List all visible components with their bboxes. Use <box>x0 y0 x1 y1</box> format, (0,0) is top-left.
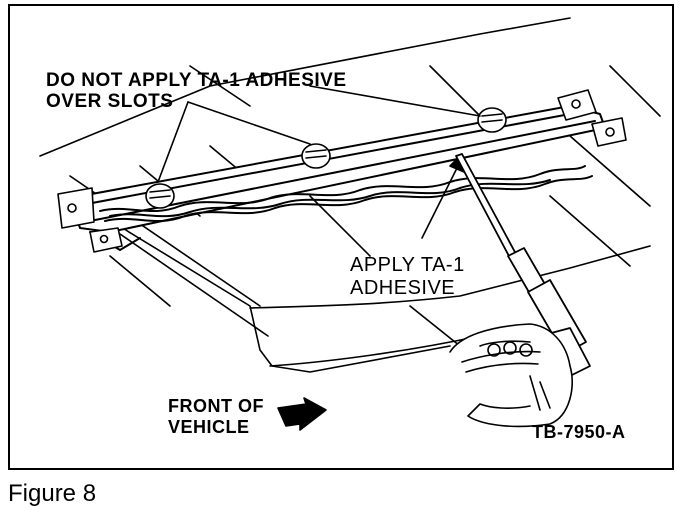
bracket-strip <box>69 105 606 251</box>
sunroof-bracket-illustration <box>39 17 661 431</box>
figure-code: TB-7950-A <box>532 422 626 442</box>
reflection-line <box>609 65 661 117</box>
leader-line-right <box>309 85 481 117</box>
reflection-line <box>549 195 631 267</box>
reflection-line <box>109 255 171 307</box>
glass-panel-edge-2 <box>269 335 481 367</box>
roof-panel-outline <box>39 17 571 157</box>
reflection-line <box>569 135 651 207</box>
bracket-end-tab-left <box>57 187 123 253</box>
figure-caption: Figure 8 <box>8 480 97 507</box>
label-front-of-vehicle: FRONT OF VEHICLE <box>168 396 264 437</box>
leader-line-middle <box>187 101 311 145</box>
slot-marker-right <box>477 107 507 133</box>
front-direction-arrow <box>277 397 327 431</box>
adhesive-applicator <box>455 153 591 377</box>
roof-panel-inner-line <box>79 201 451 373</box>
apply-arrow-line <box>421 165 459 239</box>
reflection-line <box>189 65 251 107</box>
slot-marker-middle <box>301 143 331 169</box>
slot-marker-left <box>145 183 175 209</box>
reflection-line <box>409 305 461 347</box>
label-apply-adhesive: APPLY TA-1 ADHESIVE <box>350 254 465 299</box>
hand-illustration <box>449 323 573 428</box>
bracket-end-tab-right <box>557 89 627 147</box>
label-do-not-apply: DO NOT APPLY TA-1 ADHESIVE OVER SLOTS <box>46 70 347 112</box>
reflection-line <box>309 195 371 257</box>
glass-panel-edge <box>249 245 651 309</box>
figure-frame: DO NOT APPLY TA-1 ADHESIVE OVER SLOTS AP… <box>8 4 674 470</box>
leader-line-left <box>157 101 189 183</box>
